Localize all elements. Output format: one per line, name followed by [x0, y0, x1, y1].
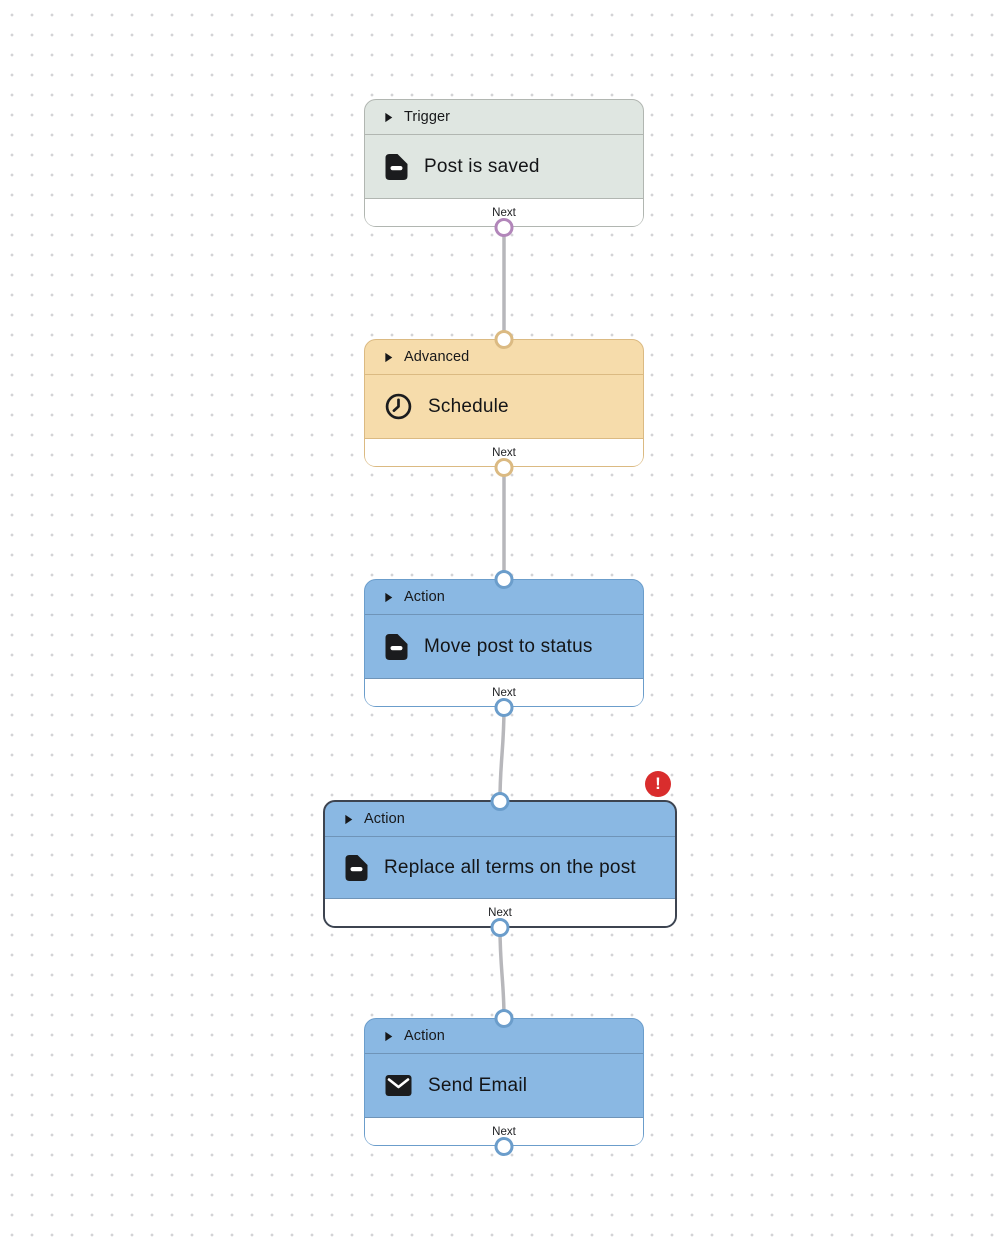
node-kind-label: Trigger [404, 109, 451, 125]
node-title: Move post to status [424, 635, 593, 657]
node-header[interactable]: Action [325, 802, 675, 837]
node-title: Schedule [428, 395, 509, 417]
node-body: Send Email [365, 1054, 643, 1117]
next-label: Next [488, 906, 512, 919]
input-port[interactable] [494, 569, 514, 589]
output-port[interactable] [494, 697, 514, 717]
node-kind-label: Action [404, 1028, 445, 1044]
document-icon [385, 153, 408, 180]
node-header[interactable]: Action [365, 580, 643, 615]
collapse-toggle-icon[interactable] [384, 1031, 393, 1042]
node-action-send-email[interactable]: Action Send Email Next [364, 1008, 644, 1156]
input-port[interactable] [494, 1008, 514, 1028]
document-icon [385, 633, 408, 660]
node-header[interactable]: Trigger [365, 100, 643, 135]
error-badge-symbol: ! [655, 774, 661, 793]
node-title: Replace all terms on the post [384, 856, 636, 878]
collapse-toggle-icon[interactable] [384, 352, 393, 363]
node-advanced-schedule[interactable]: Advanced Schedule Next [364, 329, 644, 477]
node-action-move-post-to-status[interactable]: Action Move post to status Next [364, 569, 644, 717]
output-port[interactable] [494, 1136, 514, 1156]
collapse-toggle-icon[interactable] [384, 592, 393, 603]
node-action-replace-all-terms[interactable]: Action Replace all terms on the post Nex… [323, 771, 677, 937]
output-port[interactable] [490, 917, 510, 937]
node-title: Send Email [428, 1074, 528, 1096]
node-trigger-post-is-saved[interactable]: Trigger Post is saved Next [364, 99, 644, 237]
node-header[interactable]: Action [365, 1019, 643, 1054]
node-kind-label: Advanced [404, 349, 470, 365]
error-badge[interactable]: ! [645, 771, 671, 797]
email-icon [385, 1075, 412, 1096]
node-header[interactable]: Advanced [365, 340, 643, 375]
next-label: Next [492, 206, 516, 219]
node-kind-label: Action [364, 811, 405, 827]
collapse-toggle-icon[interactable] [384, 112, 393, 123]
node-body: Post is saved [365, 135, 643, 198]
node-body: Replace all terms on the post [325, 837, 675, 898]
next-label: Next [492, 686, 516, 699]
next-label: Next [492, 1125, 516, 1138]
output-port[interactable] [494, 457, 514, 477]
node-footer: Next [365, 438, 643, 466]
document-icon [345, 854, 368, 881]
next-label: Next [492, 446, 516, 459]
node-kind-label: Action [404, 589, 445, 605]
connector-move-post-to-replace [498, 705, 506, 802]
node-title: Post is saved [424, 155, 540, 177]
clock-icon [385, 393, 412, 420]
output-port[interactable] [494, 217, 514, 237]
input-port[interactable] [494, 329, 514, 349]
node-body: Schedule [365, 375, 643, 438]
input-port[interactable] [490, 791, 510, 811]
collapse-toggle-icon[interactable] [344, 814, 353, 825]
node-body: Move post to status [365, 615, 643, 678]
connector-replace-to-send-email [498, 926, 506, 1020]
